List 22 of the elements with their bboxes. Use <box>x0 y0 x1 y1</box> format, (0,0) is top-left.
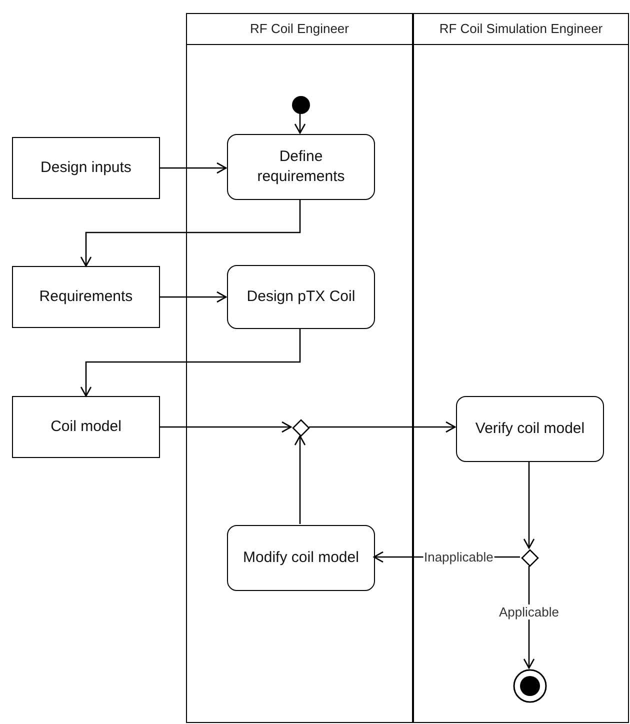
action-box: Modify coil model <box>227 525 375 591</box>
object-box: Coil model <box>12 396 160 458</box>
arrow <box>80 199 301 267</box>
lane-header: RF Coil Simulation Engineer <box>414 14 628 45</box>
arrow <box>160 421 292 433</box>
action-box: Define requirements <box>227 134 375 200</box>
arrow <box>160 162 227 174</box>
edge-label: Applicable <box>498 604 560 620</box>
arrow <box>294 435 306 524</box>
arrow <box>80 328 301 397</box>
action-box: Design pTX Coil <box>227 265 375 329</box>
lane-header: RF Coil Engineer <box>187 14 412 45</box>
arrow <box>309 421 456 433</box>
edge-label: Inapplicable <box>422 550 494 564</box>
swimlane <box>186 13 413 723</box>
object-box: Requirements <box>12 266 160 328</box>
arrow <box>160 291 227 303</box>
arrow <box>294 113 306 134</box>
arrow <box>523 461 535 549</box>
action-box: Verify coil model <box>456 396 604 462</box>
swimlane <box>413 13 629 723</box>
object-box: Design inputs <box>12 137 160 199</box>
